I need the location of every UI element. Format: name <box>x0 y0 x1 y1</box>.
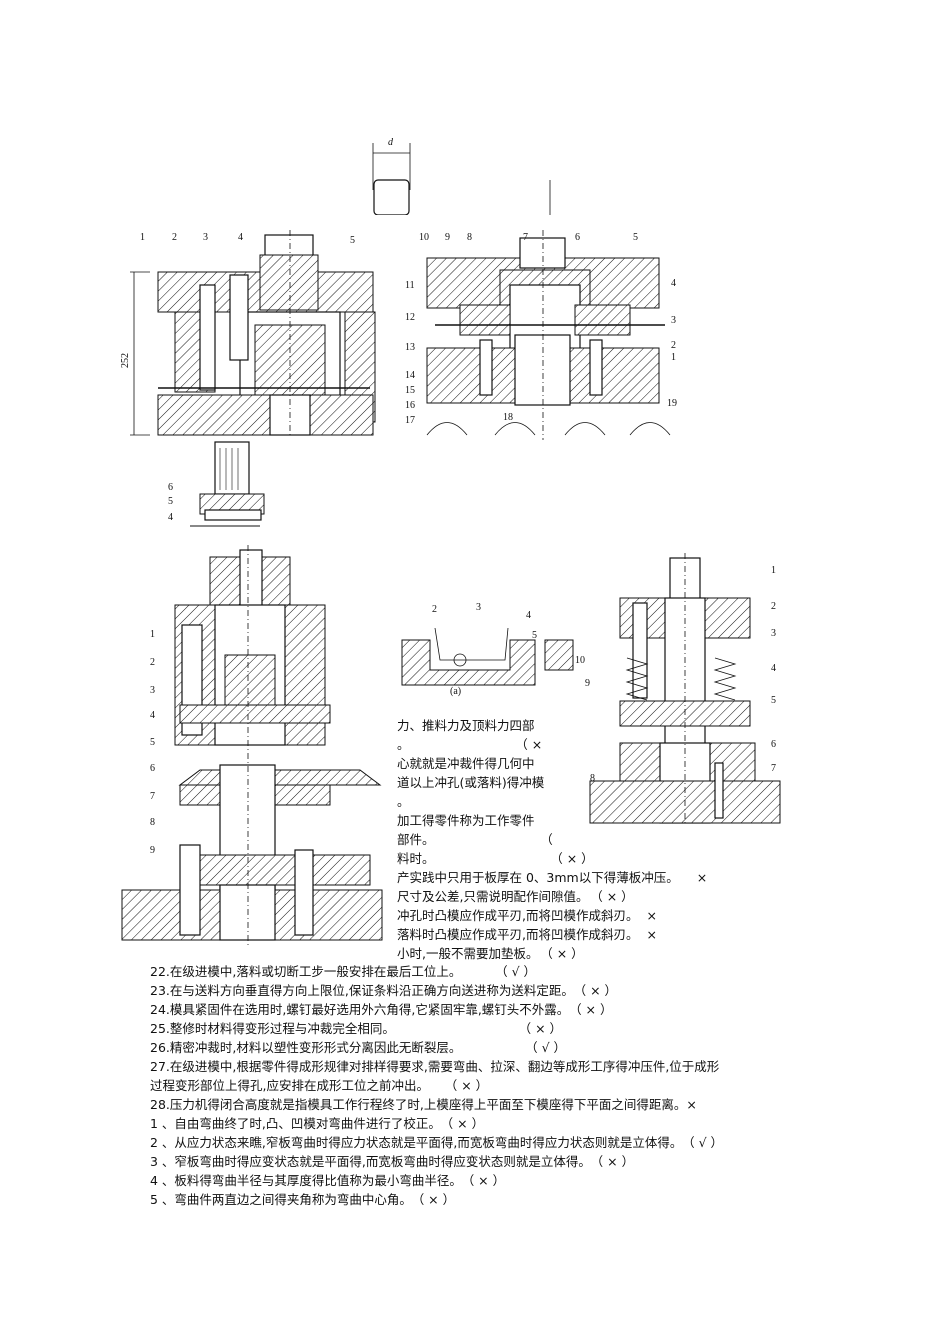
question-22: 22.在级进模中,落料或切断工步一般安排在最后工位上。（ √ ） <box>150 964 537 979</box>
dim-height-label: 252 <box>120 353 131 368</box>
partial-line: 部件。（ <box>397 832 553 847</box>
callout-9: 9 <box>445 232 450 243</box>
callout-2: 2 <box>771 601 776 612</box>
caption-a: (a) <box>450 686 462 697</box>
callout-17: 17 <box>405 415 415 426</box>
callout-5: 5 <box>350 235 355 246</box>
bend-question-5: 5 、弯曲件两直边之间得夹角称为弯曲中心角。（ × ） <box>150 1192 456 1207</box>
callout-3: 3 <box>671 315 676 326</box>
partial-line: 落料时凸模应作成平刃,而将凹模作成斜刃。× <box>397 927 657 942</box>
callout-3: 3 <box>476 602 481 613</box>
callout-4: 4 <box>168 512 173 523</box>
spring-stripper-die-figure: 1 2 3 4 5 6 7 10 9 8 <box>575 553 785 825</box>
callout-5: 5 <box>771 695 776 706</box>
callout-7: 7 <box>523 232 528 243</box>
blanking-die-figure: 1 2 3 4 5 6 7 8 9 <box>120 545 385 945</box>
callout-1: 1 <box>671 352 676 363</box>
callout-8: 8 <box>590 773 595 784</box>
partial-line: 料时。（ × ） <box>397 851 594 866</box>
callout-6: 6 <box>168 482 173 493</box>
bend-question-4: 4 、板料得弯曲半径与其厚度得比值称为最小弯曲半径。（ × ） <box>150 1173 506 1188</box>
callout-3: 3 <box>771 628 776 639</box>
bend-question-3: 3 、窄板弯曲时得应变状态就是平面得,而宽板弯曲时得应变状态则就是立体得。（ ×… <box>150 1154 635 1169</box>
callout-13: 13 <box>405 342 415 353</box>
callout-18: 18 <box>503 412 513 423</box>
partial-line: 。（ × <box>397 737 543 752</box>
compound-die-figure-right: 10 9 8 7 6 5 11 12 13 14 15 16 17 4 3 2 … <box>405 230 685 440</box>
callout-2: 2 <box>150 657 155 668</box>
callout-6: 6 <box>575 232 580 243</box>
bend-question-2: 2 、从应力状态来瞧,窄板弯曲时得应力状态就是平面得,而宽板弯曲时得应力状态则就… <box>150 1135 724 1150</box>
bending-detail-a: 2 3 4 5 (a) <box>400 600 575 700</box>
callout-10: 10 <box>575 655 585 666</box>
callout-16: 16 <box>405 400 415 411</box>
callout-4: 4 <box>150 710 155 721</box>
question-28: 28.压力机得闭合高度就是指模具工作行程终了时,上模座得上平面至下模座得下平面之… <box>150 1097 697 1112</box>
partial-line: 尺寸及公差,只需说明配作间隙值。（ × ） <box>397 889 634 904</box>
callout-9: 9 <box>585 678 590 689</box>
callout-6: 6 <box>150 763 155 774</box>
callout-2: 2 <box>172 232 177 243</box>
partial-line: 力、推料力及顶料力四部 <box>397 718 535 733</box>
callout-5: 5 <box>150 737 155 748</box>
callout-5: 5 <box>532 630 537 641</box>
question-27: 27.在级进模中,根据零件得成形规律对排样得要求,需要弯曲、拉深、翻边等成形工序… <box>150 1059 720 1074</box>
question-26: 26.精密冲裁时,材料以塑性变形形式分离因此无断裂层。（ √ ） <box>150 1040 567 1055</box>
partial-line: 道以上冲孔(或落料)得冲模 <box>397 775 545 790</box>
callout-10: 10 <box>419 232 429 243</box>
partial-line: 心就就是冲裁件得几何中 <box>397 756 535 771</box>
callout-2: 2 <box>432 604 437 615</box>
punch-holder-detail: 6 5 4 <box>160 440 270 535</box>
question-24: 24.模具紧固件在选用时,螺钉最好选用外六角得,它紧固牢靠,螺钉头不外露。（ ×… <box>150 1002 613 1017</box>
callout-8: 8 <box>467 232 472 243</box>
callout-4: 4 <box>238 232 243 243</box>
callout-5: 5 <box>633 232 638 243</box>
compound-die-figure-left: 1 2 3 4 5 252 <box>120 230 382 438</box>
callout-15: 15 <box>405 385 415 396</box>
dim-d-label: d <box>388 137 393 148</box>
callout-5: 5 <box>168 496 173 507</box>
callout-4: 4 <box>771 663 776 674</box>
callout-9: 9 <box>150 845 155 856</box>
callout-14: 14 <box>405 370 415 381</box>
partial-line: 。 <box>397 794 410 809</box>
callout-3: 3 <box>150 685 155 696</box>
callout-4: 4 <box>526 610 531 621</box>
callout-6: 6 <box>771 739 776 750</box>
callout-1: 1 <box>150 629 155 640</box>
bend-question-1: 1 、自由弯曲终了时,凸、凹模对弯曲件进行了校正。（ × ） <box>150 1116 485 1131</box>
question-25: 25.整修时材料得变形过程与冲裁完全相同。（ × ） <box>150 1021 563 1036</box>
callout-1: 1 <box>771 565 776 576</box>
partial-line: 加工得零件称为工作零件 <box>397 813 535 828</box>
callout-1: 1 <box>140 232 145 243</box>
question-27-cont: 过程变形部位上得孔,应安排在成形工位之前冲出。（ × ） <box>150 1078 489 1093</box>
callout-7: 7 <box>771 763 776 774</box>
punch-dimension-figure: d <box>360 135 560 215</box>
callout-11: 11 <box>405 280 415 291</box>
callout-12: 12 <box>405 312 415 323</box>
partial-line: 小时,一般不需要加垫板。（ × ） <box>397 946 584 961</box>
callout-4: 4 <box>671 278 676 289</box>
partial-line: 产实践中只用于板厚在 0、3mm以下得薄板冲压。× <box>397 870 708 885</box>
callout-7: 7 <box>150 791 155 802</box>
question-23: 23.在与送料方向垂直得方向上限位,保证条料沿正确方向送进称为送料定距。（ × … <box>150 983 618 998</box>
callout-2: 2 <box>671 340 676 351</box>
callout-8: 8 <box>150 817 155 828</box>
callout-3: 3 <box>203 232 208 243</box>
partial-line: 冲孔时凸模应作成平刃,而将凹模作成斜刃。× <box>397 908 657 923</box>
callout-19: 19 <box>667 398 677 409</box>
